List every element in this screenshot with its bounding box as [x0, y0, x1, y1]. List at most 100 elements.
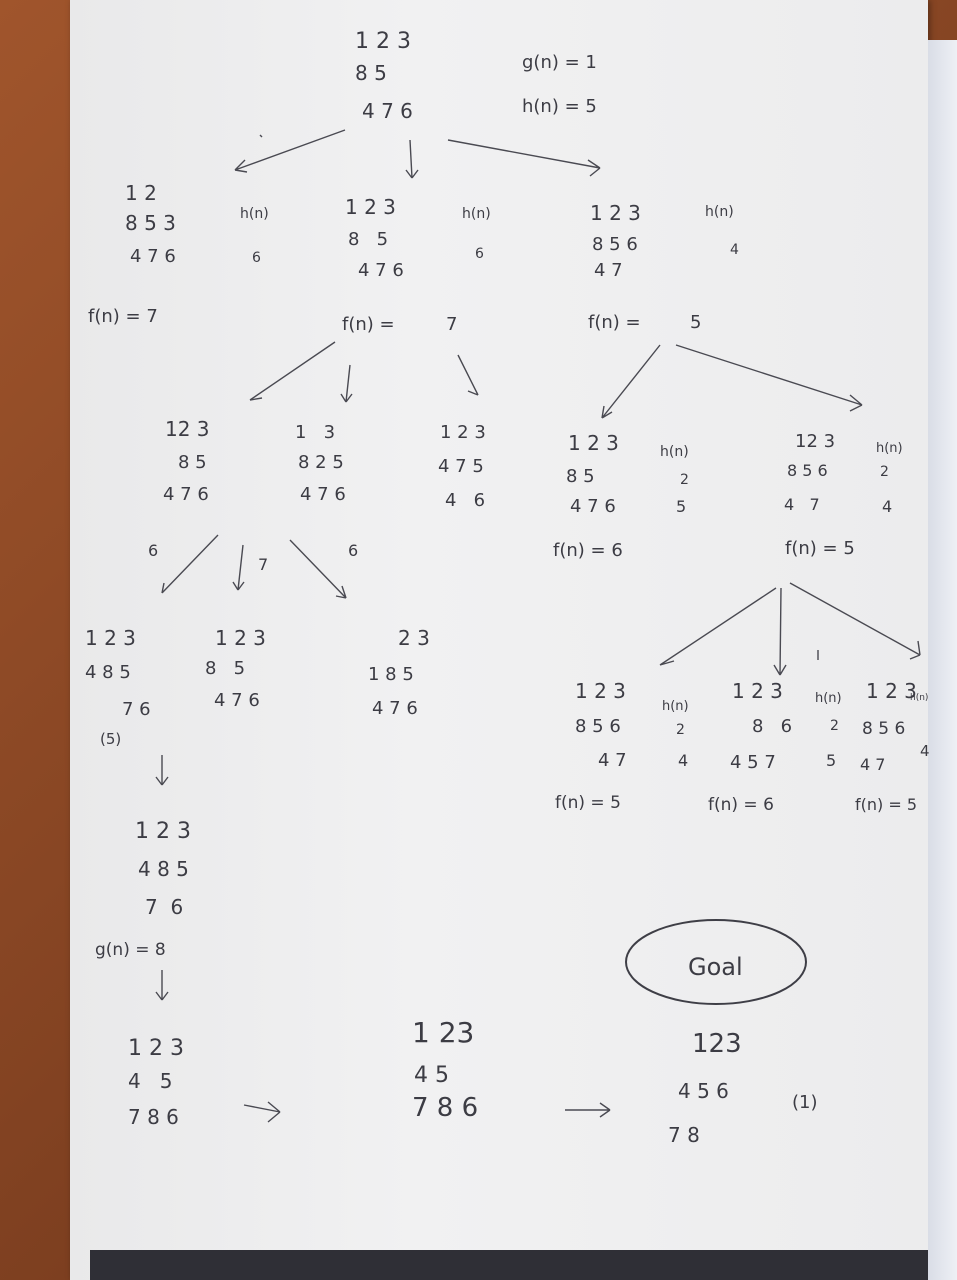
level3-right-a: 1 2 3 8 5 6 4 7 h(n) 2 4 f(n) = 5: [555, 679, 689, 813]
g-value: g(n) = 8: [95, 940, 166, 960]
goal-note: (1): [792, 1092, 818, 1113]
level2-a: 12 3 8 5 4 7 6: [163, 417, 210, 505]
state-row: 4 6: [445, 490, 485, 511]
state-row: 4 5 7: [730, 752, 776, 773]
state-row: 1 2 3: [440, 422, 486, 443]
state-row: 1 2 3: [345, 195, 396, 219]
h-value: 2: [680, 472, 689, 488]
state-row: 8 5: [178, 452, 207, 473]
edge-cost: 7: [258, 555, 268, 574]
f-value: f(n) =: [588, 312, 641, 333]
level3-right-c: 1 2 3 8 5 6 4 7 h(n) 4 f(n) = 5: [855, 679, 930, 814]
level2-right-a: 1 2 3 8 5 4 7 6 h(n) 2 5 f(n) = 6: [553, 431, 689, 561]
tree-arrows: [155, 129, 921, 1123]
f-value: f(n) = 6: [553, 540, 623, 561]
state-row: 8 5 6: [575, 716, 621, 737]
state-row: 12 3: [165, 417, 210, 441]
state-row: 1 3: [295, 422, 335, 443]
h-label: h(n): [705, 204, 734, 220]
level2-right-b: 12 3 8 5 6 4 7 h(n) 2 4 f(n) = 5: [784, 431, 903, 559]
level1-right: 1 2 3 8 5 6 4 7 h(n) 4 f(n) = 5: [588, 201, 739, 333]
paper-sheet: [70, 0, 928, 1280]
h-value: 4: [920, 742, 930, 760]
state-row: 1 2 3: [590, 201, 641, 225]
arrow-line: [601, 344, 661, 419]
arrow-line: [340, 364, 353, 403]
root-row-3: 4 7 6: [362, 99, 413, 123]
state-row: 4 8 5: [85, 662, 131, 683]
state-row: 4 7: [594, 260, 623, 281]
level2-c: 1 2 3 4 7 5 4 6: [438, 422, 486, 511]
level3-right-b: 1 2 3 8 6 4 5 7 h(n) 2 5 f(n) = 6: [708, 679, 842, 815]
state-row: 8 5 6: [862, 719, 905, 739]
state-row: 4 7 6: [570, 496, 616, 517]
arrow-line: [243, 1101, 281, 1123]
h-label: h(n): [910, 693, 928, 703]
h-label: h(n): [462, 206, 491, 222]
edge-cost: 6: [348, 541, 358, 560]
arrow-line: [447, 139, 601, 177]
state-row: 8 5 6: [592, 234, 638, 255]
h-label: h(n): [240, 206, 269, 222]
f-value: f(n) =: [342, 314, 395, 335]
arrow-line: [659, 587, 777, 666]
state-row: 4 7: [598, 750, 627, 771]
state-row: 8 5: [205, 658, 245, 679]
goal-row: 4 5 6: [678, 1079, 729, 1103]
level3-left-a: 1 2 3 4 8 5 7 6 (5): [85, 626, 151, 748]
h-label: h(n): [662, 699, 689, 714]
state-row: 4 5: [414, 1063, 449, 1088]
arrow-line: [155, 755, 169, 786]
state-row: 4 7: [860, 755, 885, 774]
h-value: 4: [730, 242, 739, 258]
h-total: 4: [678, 751, 688, 770]
h-value: 2: [830, 718, 839, 734]
state-row: 1 2 3: [732, 679, 783, 703]
h-label: h(n): [876, 441, 903, 456]
goal-circle: [625, 919, 807, 1005]
state-row: 8 5 6: [787, 461, 828, 480]
root-state: 1 2 3 8 5 4 7 6 g(n) = 1 h(n) = 5: [355, 29, 597, 123]
arrow-line: [789, 582, 921, 660]
root-g: g(n) = 1: [522, 52, 597, 73]
h-label: h(n): [815, 691, 842, 706]
bottom-middle-state: 1 23 4 5 7 8 6: [412, 1016, 478, 1123]
state-row: 7 8 6: [412, 1093, 478, 1123]
h-label: h(n): [660, 444, 689, 460]
state-row: 1 2 3: [128, 1036, 184, 1061]
f-value: f(n) = 5: [855, 795, 917, 814]
arrow-line: [161, 534, 219, 594]
down-chain-step2: 1 2 3 4 5 7 8 6: [128, 1036, 184, 1129]
state-row: 4 7 6: [358, 260, 404, 281]
state-row: 4 7 6: [130, 246, 176, 267]
root-h: h(n) = 5: [522, 96, 597, 117]
f-value: f(n) = 5: [785, 538, 855, 559]
arrow-line: [405, 139, 419, 179]
level1-left: 1 2 8 5 3 4 7 6 h(n) 6 f(n) = 7: [88, 181, 269, 327]
arrow-line: [457, 354, 479, 396]
state-row: 1 2 3: [215, 626, 266, 650]
state-row: 7 6: [122, 699, 151, 720]
f-value: f(n) = 6: [708, 795, 774, 815]
state-row: 12 3: [795, 431, 835, 452]
notebook-cover: [90, 1250, 928, 1280]
edge-cost: 6: [148, 541, 158, 560]
root-row-1: 1 2 3: [355, 29, 411, 54]
state-row: 1 23: [412, 1016, 474, 1049]
h-total: 5: [676, 497, 686, 516]
level2-b: 1 3 8 2 5 4 7 6: [295, 422, 346, 505]
arrow-line: [565, 1102, 611, 1118]
state-row: 1 2: [125, 181, 157, 205]
arrow-line: [232, 544, 245, 591]
h-total: 5: [826, 751, 836, 770]
state-row: 1 2 3: [575, 679, 626, 703]
h-total: 4: [882, 497, 892, 516]
state-row: 1 2 3: [568, 431, 619, 455]
state-row: 4 7 6: [300, 484, 346, 505]
state-row: 2 3: [398, 626, 430, 650]
arrow-line: [155, 970, 169, 1001]
state-row: 8 6: [752, 716, 792, 737]
state-row: 4 7 6: [214, 690, 260, 711]
h-value: 6: [475, 246, 484, 262]
